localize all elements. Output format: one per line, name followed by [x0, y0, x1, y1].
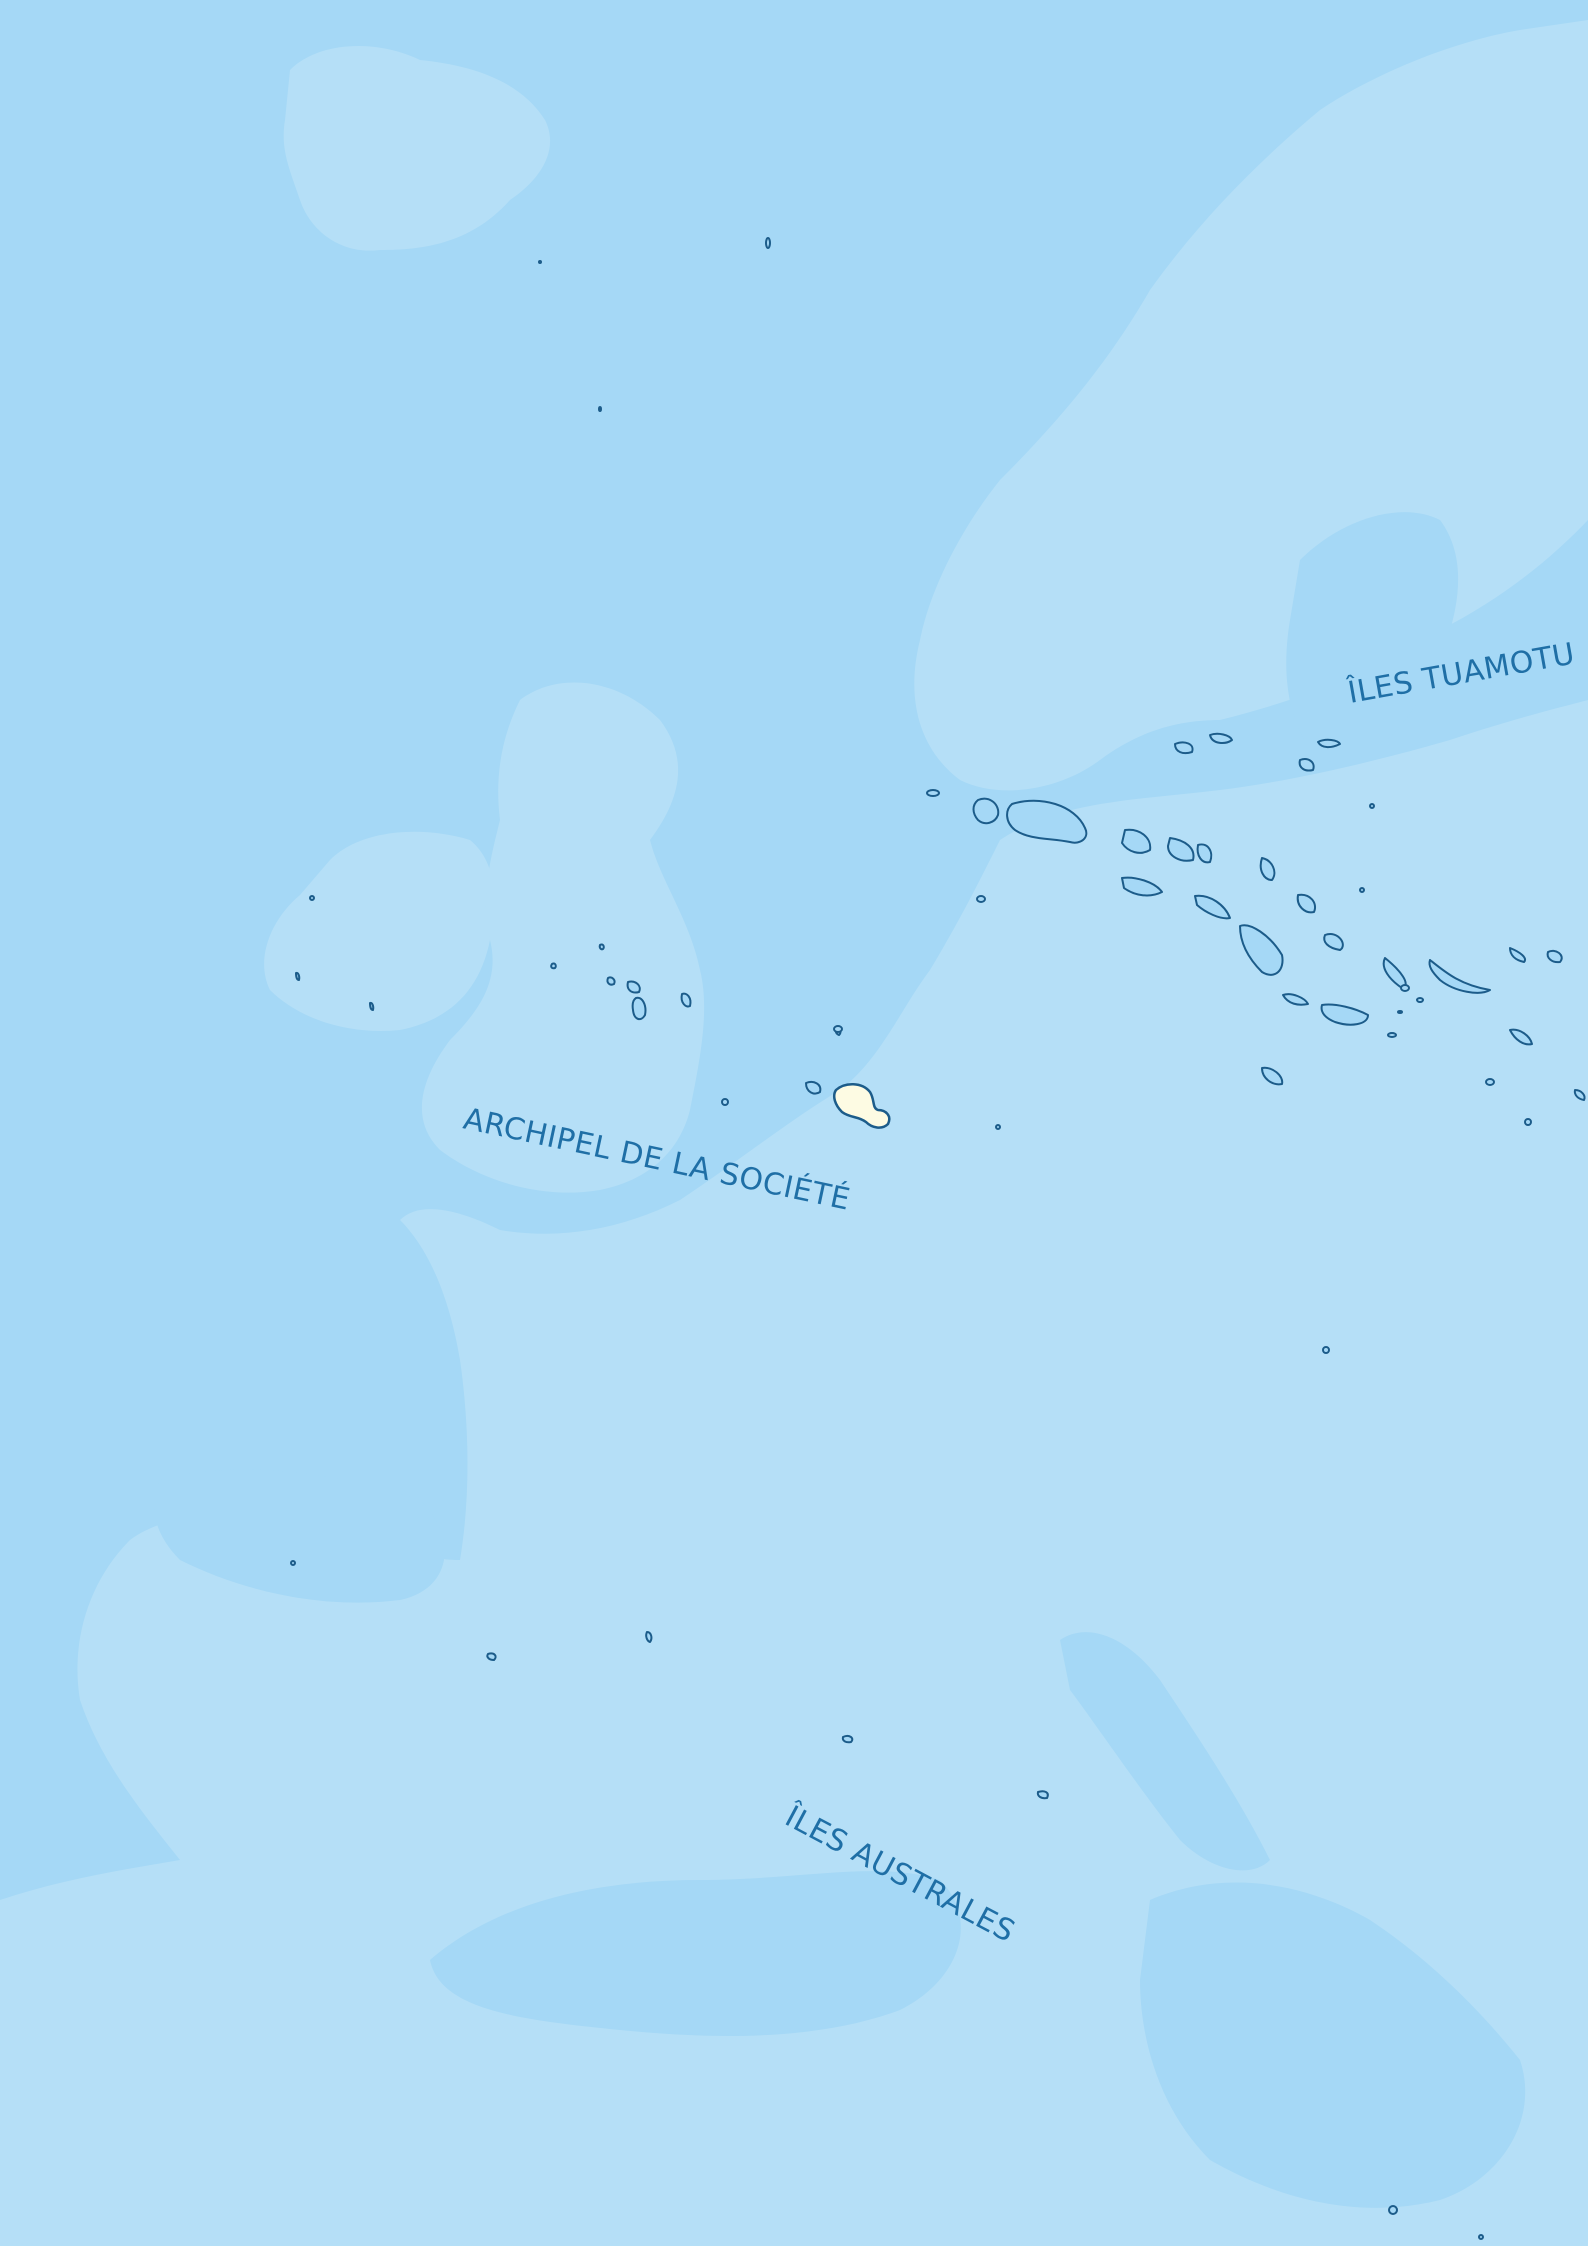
- island-rurutu: [841, 1734, 854, 1744]
- island-apataki: [1121, 876, 1163, 897]
- island-tupai: [598, 943, 605, 951]
- island-scilly: [721, 1098, 729, 1106]
- island-tikehau: [972, 797, 1000, 825]
- island-small-13: [976, 895, 986, 903]
- island-tahaa: [626, 980, 641, 994]
- island-small-5: [1369, 803, 1375, 809]
- sea-adriatic: [1060, 1632, 1270, 1871]
- island-raivavae: [486, 1652, 497, 1661]
- island-small-12: [369, 1001, 375, 1011]
- island-ahe: [1298, 758, 1315, 772]
- island-rimatara: [1036, 1790, 1049, 1800]
- land-continent: [0, 700, 1588, 2246]
- island-pukarua: [1509, 947, 1526, 963]
- island-kaukura: [1167, 837, 1195, 862]
- island-far-east-2: [1573, 1089, 1586, 1101]
- sea-mediterranean-east: [1140, 1882, 1526, 2208]
- sea-mediterranean-west: [430, 1871, 961, 2036]
- land-great-britain: [421, 682, 705, 1193]
- island-nengo: [1323, 933, 1344, 951]
- island-small-3: [1485, 1078, 1495, 1086]
- island-small-10: [309, 895, 315, 901]
- island-arutua: [1121, 828, 1152, 854]
- island-makemo: [1239, 924, 1284, 976]
- island-small-11: [295, 971, 301, 981]
- island-small-1: [1400, 984, 1410, 992]
- island-rapa: [290, 1560, 296, 1566]
- island-takapoto: [1317, 738, 1341, 749]
- island-rangiroa: [1006, 799, 1088, 844]
- island-small-14: [765, 237, 771, 249]
- island-small-2: [1416, 997, 1424, 1003]
- inland-seas: [154, 512, 1526, 2208]
- island-amanu: [1428, 959, 1491, 994]
- island-small-9: [995, 1124, 1001, 1130]
- island-tubuai: [645, 1631, 653, 1643]
- island-tetiaroa: [833, 1025, 843, 1033]
- island-mururoa: [1546, 949, 1563, 964]
- sea-bay-of-biscay: [154, 1469, 445, 1603]
- island-fakarava: [1194, 894, 1231, 920]
- island-small-16: [538, 260, 542, 264]
- island-toau: [1196, 843, 1213, 864]
- island-small-7: [1397, 1010, 1403, 1014]
- island-bora-bora: [606, 976, 616, 986]
- island-small-15: [598, 406, 602, 412]
- land-ireland: [264, 831, 495, 1031]
- sea-baltic: [1286, 512, 1459, 762]
- island-marotiri: [1388, 2205, 1398, 2215]
- island-raiatea: [631, 996, 647, 1021]
- island-huahine: [680, 992, 692, 1008]
- island-mataiva: [926, 789, 940, 797]
- island-tahiti[interactable]: [833, 1083, 891, 1129]
- island-manihi: [1209, 732, 1233, 744]
- island-small-4: [1524, 1118, 1532, 1126]
- island-katiu: [1296, 893, 1316, 914]
- land-iceland: [283, 46, 551, 251]
- island-small-18: [1478, 2234, 1484, 2240]
- island-raroia: [1259, 857, 1276, 881]
- island-takaroa: [1174, 741, 1194, 755]
- island-far-east: [1509, 1028, 1533, 1046]
- island-tureia: [1261, 1066, 1284, 1086]
- island-anaa: [1282, 993, 1309, 1006]
- island-maupiti: [550, 962, 557, 970]
- island-moorea: [805, 1081, 822, 1095]
- island-small-6: [1359, 887, 1365, 893]
- island-small-17: [1322, 1346, 1330, 1354]
- island-small-8: [1387, 1032, 1397, 1038]
- island-hereheretue: [1320, 1003, 1369, 1026]
- islands: [290, 237, 1586, 2240]
